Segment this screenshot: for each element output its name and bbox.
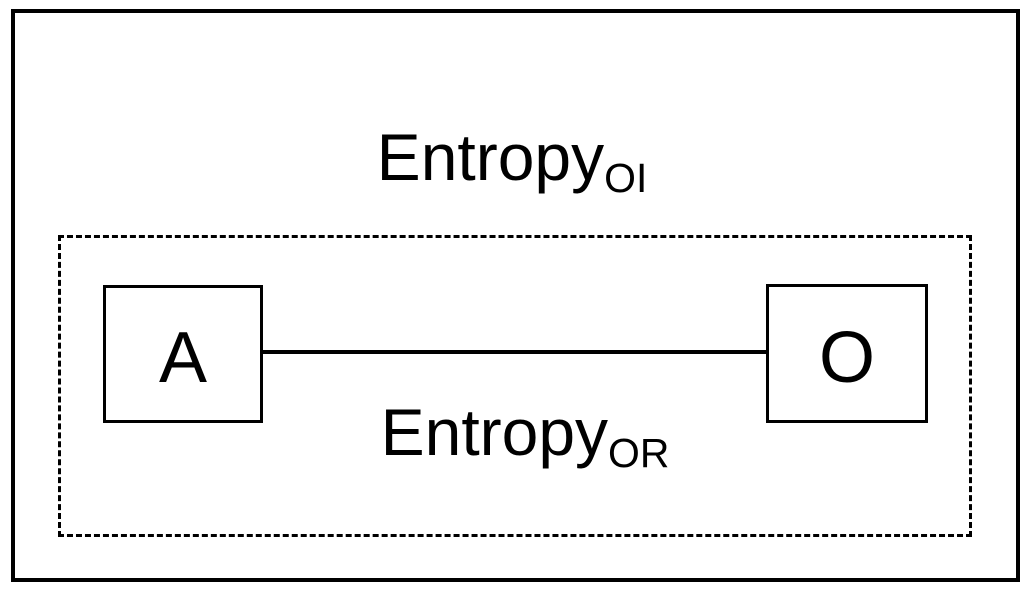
connector-line	[263, 350, 766, 354]
entropy-oi-label-base: Entropy	[376, 120, 605, 194]
entropy-or-label: EntropyOR	[381, 399, 670, 474]
inner-boundary-dashed-frame	[58, 235, 972, 537]
entropy-oi-label: EntropyOI	[377, 124, 648, 199]
node-o: O	[766, 284, 928, 423]
entropy-oi-label-subscript: OI	[604, 155, 648, 202]
node-a-label: A	[158, 318, 208, 398]
entropy-or-label-base: Entropy	[380, 395, 609, 469]
node-a: A	[103, 285, 263, 423]
node-o-label: O	[818, 317, 875, 398]
entropy-or-label-subscript: OR	[608, 430, 670, 477]
